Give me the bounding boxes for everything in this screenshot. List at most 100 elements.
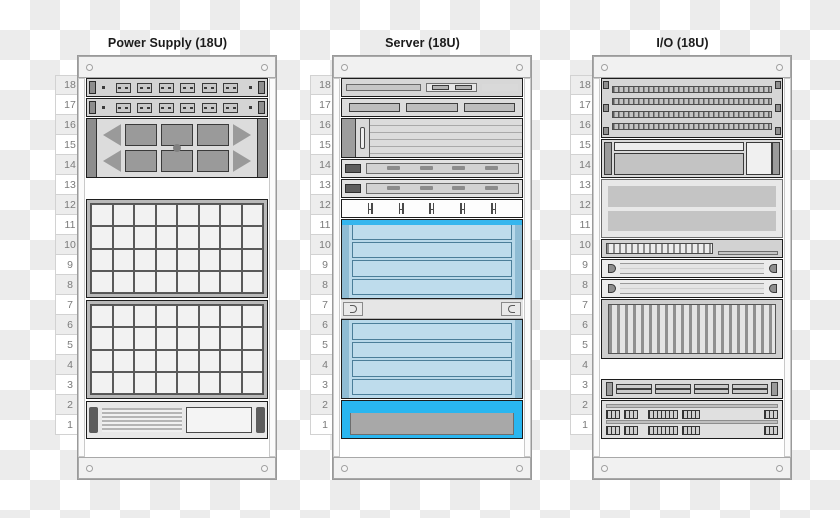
bar-group[interactable] [732, 383, 768, 396]
uplink-port[interactable] [764, 409, 778, 419]
device-switch-u1-2[interactable] [601, 400, 783, 439]
port-block[interactable] [682, 409, 700, 419]
device-battery-array-u3-7[interactable] [86, 300, 268, 399]
port-block[interactable] [648, 425, 678, 435]
handle-left-icon[interactable] [605, 282, 618, 294]
bar-group[interactable] [654, 383, 691, 396]
power-outlet-icon [115, 102, 131, 113]
blade-server[interactable] [352, 360, 512, 377]
battery-cell [155, 349, 177, 372]
device-console-u18[interactable] [341, 78, 523, 97]
chassis-rail-right [515, 220, 522, 298]
device-tape-library-u10[interactable] [601, 239, 783, 258]
handle-right-icon[interactable] [766, 262, 779, 274]
battery-cell [220, 270, 242, 293]
front-bezel [366, 162, 519, 175]
blade-server[interactable] [352, 241, 512, 258]
power-module[interactable] [161, 150, 193, 172]
battery-cell [91, 371, 113, 394]
device-patch-bars-u3[interactable] [601, 379, 783, 399]
bezel-slot [419, 166, 433, 171]
power-outlet-icon [158, 82, 174, 93]
battery-cell [155, 371, 177, 394]
handle-left-icon[interactable] [605, 262, 618, 274]
device-battery-array-u8-12[interactable] [86, 199, 268, 298]
port-block[interactable] [648, 409, 678, 419]
device-transfer-switch-u1-2[interactable] [86, 401, 268, 439]
battery-cell [198, 270, 220, 293]
patch-port-row[interactable] [612, 110, 772, 118]
battery-cell [112, 327, 134, 350]
blade-server[interactable] [352, 223, 512, 240]
patch-port-row[interactable] [612, 122, 772, 130]
tray-handle-left-icon[interactable] [343, 301, 363, 317]
device-power-shelf-u1-2[interactable] [341, 400, 523, 439]
drive-slot[interactable] [406, 103, 458, 112]
port-block[interactable] [624, 425, 638, 435]
bar-group[interactable] [616, 383, 652, 396]
handle-right-icon[interactable] [766, 282, 779, 294]
outlet-row [109, 82, 245, 93]
control-button[interactable] [431, 85, 449, 90]
patch-port-row[interactable] [612, 98, 772, 106]
patch-port-row[interactable] [612, 86, 772, 94]
device-storage-u15-16[interactable] [341, 118, 523, 158]
rack-ear-icon [775, 127, 781, 135]
power-module[interactable] [197, 150, 229, 172]
drive-slot[interactable] [463, 103, 515, 112]
rack-rail-right [269, 78, 276, 457]
module-panel[interactable] [614, 153, 744, 175]
battery-cell [177, 371, 199, 394]
device-io-module-u14-15[interactable] [601, 139, 783, 178]
disk-slots[interactable] [608, 304, 776, 354]
bar-group[interactable] [693, 383, 730, 396]
battery-cell [177, 349, 199, 372]
battery-cell [155, 204, 177, 227]
device-blank-panel-u11-13[interactable] [601, 179, 783, 238]
power-outlet-icon [158, 102, 174, 113]
device-pdu-u18[interactable] [86, 78, 268, 97]
device-server-u13[interactable] [341, 179, 523, 198]
blade-server[interactable] [352, 323, 512, 340]
blade-server[interactable] [352, 278, 512, 295]
device-blade-chassis-u8-11[interactable] [341, 219, 523, 299]
device-tray-u7[interactable] [341, 299, 523, 319]
battery-cell [112, 204, 134, 227]
port-block[interactable] [606, 409, 620, 419]
power-module[interactable] [197, 124, 229, 146]
device-ups-chassis-u14-16[interactable] [86, 118, 268, 178]
device-pdu-u17[interactable] [86, 98, 268, 117]
tray-handle-right-icon[interactable] [501, 301, 521, 317]
device-blade-chassis-u3-6[interactable] [341, 319, 523, 399]
device-cable-manager-u12[interactable] [341, 199, 523, 218]
device-disk-array-u5-7[interactable] [601, 299, 783, 359]
device-patch-panel-u16-18[interactable] [601, 78, 783, 138]
port-block[interactable] [606, 425, 620, 435]
rack-title-power-supply: Power Supply (18U) [107, 36, 228, 50]
cartridge-slots[interactable] [606, 243, 713, 254]
battery-module-upper [86, 199, 268, 298]
power-module[interactable] [161, 124, 193, 146]
port-block[interactable] [682, 425, 700, 435]
blank-filler-panel [601, 179, 783, 238]
device-server-u14[interactable] [341, 159, 523, 178]
mount-hole-icon [776, 464, 783, 472]
device-server-u9[interactable] [601, 259, 783, 278]
battery-cell [134, 349, 156, 372]
power-module[interactable] [125, 150, 157, 172]
drive-slot[interactable] [349, 103, 401, 112]
battery-cell [134, 248, 156, 271]
uplink-port[interactable] [764, 425, 778, 435]
latch-handle-icon[interactable] [356, 119, 370, 157]
device-server-u8[interactable] [601, 279, 783, 298]
control-panel[interactable] [186, 407, 252, 433]
device-drive-bay-u17[interactable] [341, 98, 523, 117]
module-wedge-icon [103, 150, 121, 172]
rack-ear-icon [258, 100, 265, 115]
blade-server[interactable] [352, 341, 512, 358]
power-module[interactable] [125, 124, 157, 146]
port-block[interactable] [624, 409, 638, 419]
control-button[interactable] [454, 85, 472, 90]
blade-server[interactable] [352, 260, 512, 277]
blade-server[interactable] [352, 378, 512, 395]
